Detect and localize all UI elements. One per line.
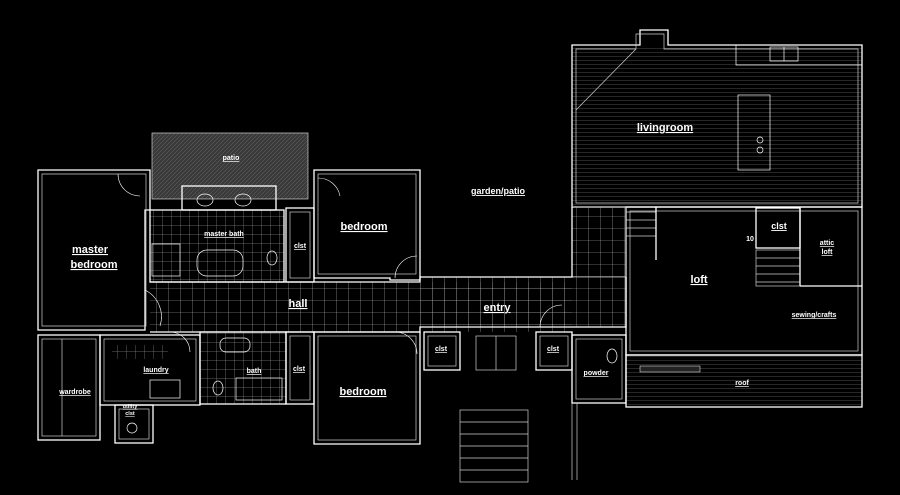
label-loft-step: 10 [746, 236, 754, 243]
living-wing [571, 29, 863, 208]
label-bedroom-top: bedroom [340, 221, 387, 233]
label-sewing-crafts: sewing/crafts [792, 312, 837, 319]
label-loft: loft [690, 274, 707, 286]
label-entry: entry [484, 302, 512, 314]
label-laundry: laundry [143, 367, 168, 374]
label-clst-bath: clst [293, 366, 306, 373]
label-clst-entry-left: clst [435, 346, 448, 353]
master-bath [149, 185, 285, 283]
label-clst-master: clst [294, 243, 307, 250]
label-roof: roof [735, 380, 749, 387]
label-master-1: master [72, 244, 109, 256]
hall-entry [150, 207, 627, 353]
label-hall: hall [289, 298, 308, 310]
loft-wing [625, 206, 863, 356]
label-patio: patio [223, 155, 240, 162]
label-master-2: bedroom [70, 259, 117, 271]
patio-area [151, 132, 309, 200]
label-clst-entry-right: clst [547, 346, 560, 353]
label-bath: bath [247, 368, 262, 375]
front-steps [459, 403, 578, 483]
bath-lower [199, 331, 287, 405]
label-master-bath: master bath [204, 231, 244, 238]
label-attic-2: loft [822, 249, 834, 256]
label-utility-1: utility [123, 404, 139, 410]
powder-room [571, 334, 627, 404]
laundry-utility [99, 334, 201, 444]
connector-tiles [571, 206, 627, 278]
label-clst-loft: clst [771, 221, 787, 231]
label-utility-2: clst [125, 411, 135, 417]
label-garden-patio: garden/patio [471, 186, 526, 196]
label-wardrobe: wardrobe [58, 389, 91, 396]
bedroom-top [313, 169, 421, 281]
wardrobe [37, 334, 101, 441]
bedroom-bottom [313, 331, 421, 445]
label-powder: powder [584, 370, 609, 377]
label-bedroom-bottom: bedroom [339, 386, 386, 398]
label-attic-1: attic [820, 240, 835, 247]
label-livingroom: livingroom [637, 122, 693, 134]
